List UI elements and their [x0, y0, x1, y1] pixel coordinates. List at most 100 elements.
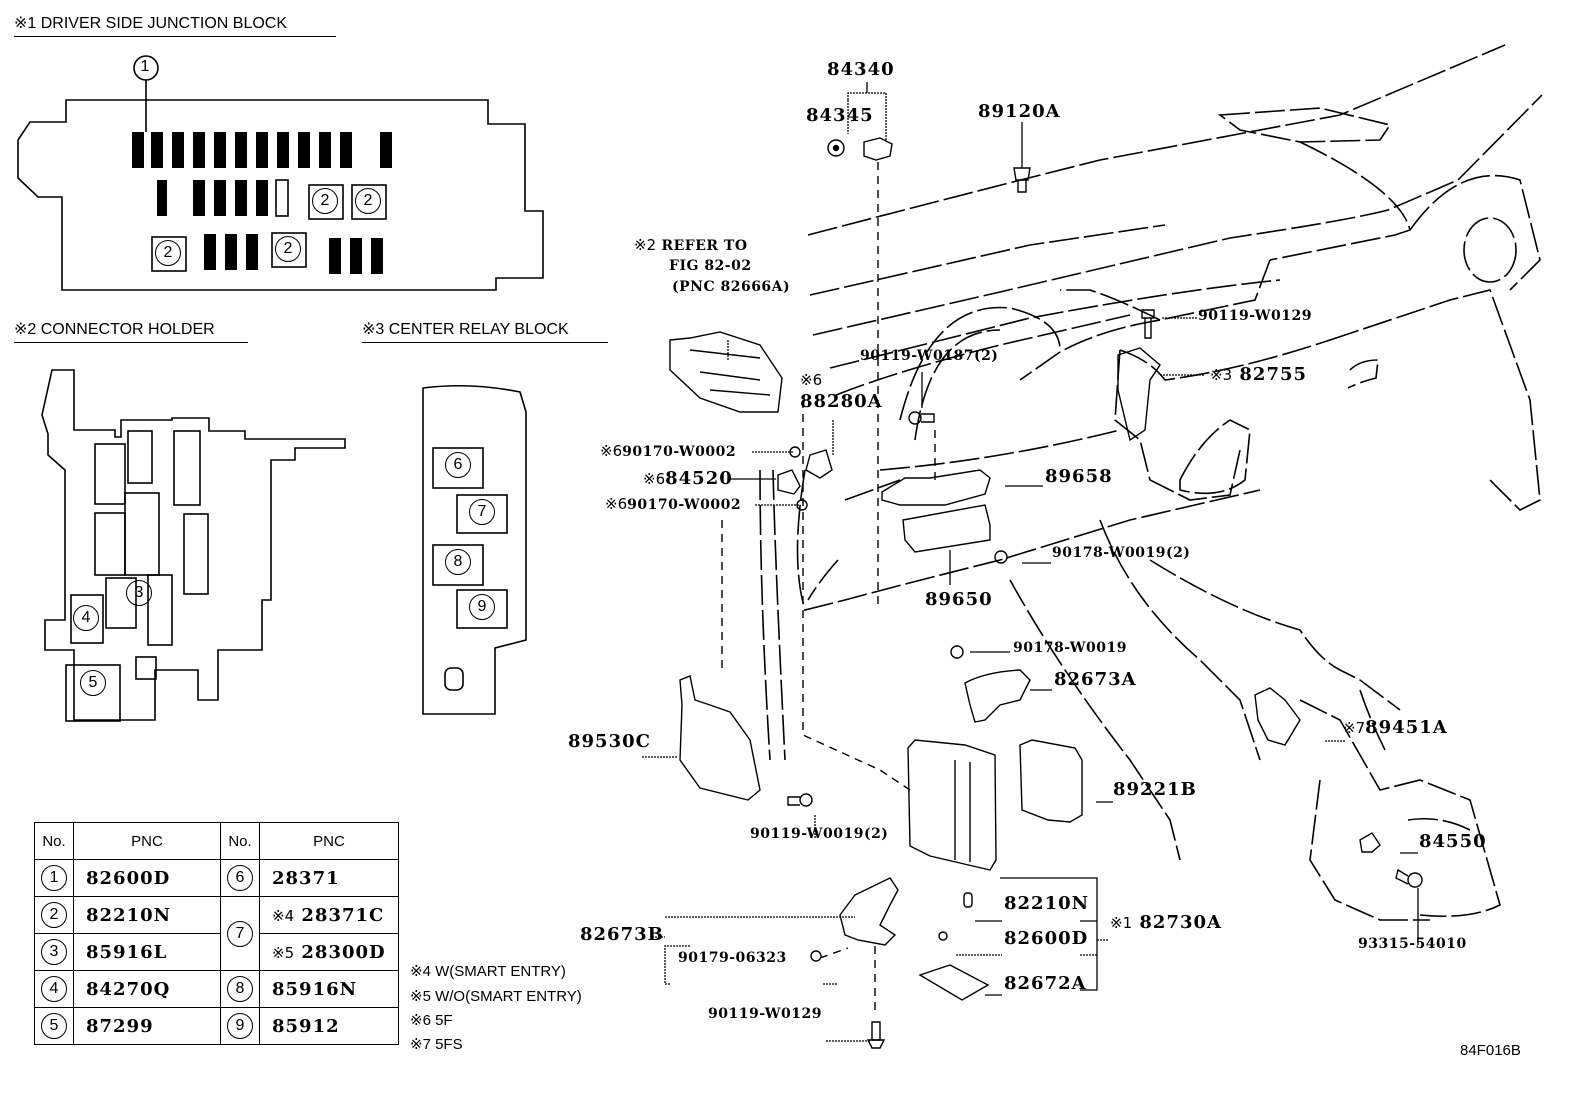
header-pnc: PNC — [259, 822, 399, 860]
note-mark: ※6 — [605, 495, 628, 513]
callout-2: 2 — [355, 188, 381, 214]
part-label-84340[interactable]: 84340 — [827, 59, 895, 80]
figure-code: 84F016B — [1460, 1042, 1521, 1059]
variant-pnc: 28371C — [301, 904, 385, 926]
part-label-82600d[interactable]: 82600D — [1004, 928, 1089, 949]
callout-7: 7 — [469, 499, 495, 525]
pnc-value-variant: ※5 28300D — [259, 933, 399, 971]
part-label-93315-54010[interactable]: 93315-54010 — [1358, 936, 1467, 952]
pnc-value: 82600D — [73, 859, 221, 897]
part-label-89221b[interactable]: 89221B — [1113, 779, 1197, 800]
part-label-82672a[interactable]: 82672A — [1004, 973, 1087, 994]
part-label-84345[interactable]: 84345 — [806, 105, 874, 126]
callout-2: 2 — [275, 236, 301, 262]
pnc-table-header: No. PNC No. PNC — [34, 822, 399, 860]
pnc-value: 85912 — [259, 1007, 399, 1045]
table-row: 4 84270Q 8 85916N — [34, 970, 399, 1008]
pnc-value: 84270Q — [73, 970, 221, 1008]
variant-pnc: 28300D — [301, 941, 386, 963]
pnc-value: 85916L — [73, 933, 221, 971]
callout-6: 6 — [445, 452, 471, 478]
header-no: No. — [34, 822, 74, 860]
junction-block-drawing — [17, 55, 544, 291]
center-relay-block-title: ※3 CENTER RELAY BLOCK — [362, 322, 608, 343]
center-relay-block-drawing — [422, 384, 527, 715]
part-number: 90170-W0002 — [622, 444, 737, 460]
part-label-89451a[interactable]: ※789451A — [1343, 719, 1448, 737]
part-label-82730a[interactable]: ※1 82730A — [1110, 914, 1222, 932]
refer-note-line-1: REFER TO — [661, 238, 748, 254]
part-number: 89451A — [1365, 717, 1448, 738]
callout-2: 2 — [312, 188, 338, 214]
header-pnc: PNC — [73, 822, 221, 860]
part-label-90178-w0019-2[interactable]: 90178-W0019(2) — [1052, 545, 1191, 561]
note-mark: ※7 — [1343, 719, 1366, 737]
row-number: 1 — [41, 865, 67, 891]
note-mark: ※6 — [600, 442, 623, 460]
row-number: 9 — [227, 1013, 253, 1039]
callout-8: 8 — [445, 549, 471, 575]
row-number: 7 — [227, 920, 253, 947]
part-label-84550[interactable]: 84550 — [1419, 831, 1487, 852]
junction-block-title: ※1 DRIVER SIDE JUNCTION BLOCK — [14, 16, 336, 37]
note-mark: ※3 — [1210, 366, 1233, 384]
header-no: No. — [220, 822, 260, 860]
part-number: 90170-W0002 — [627, 497, 742, 513]
part-label-84520[interactable]: ※684520 — [643, 470, 733, 488]
row-number: 5 — [41, 1013, 67, 1039]
pnc-value: 85916N — [259, 970, 399, 1008]
part-number: 82730A — [1139, 912, 1222, 933]
row-number: 6 — [227, 865, 253, 891]
pnc-value: 28371 — [259, 859, 399, 897]
part-label-89650[interactable]: 89650 — [925, 589, 993, 610]
row-number: 3 — [41, 939, 67, 965]
part-label-82755[interactable]: ※3 82755 — [1210, 366, 1307, 384]
legend-note-5: ※5 W/O(SMART ENTRY) — [410, 988, 582, 1005]
dashboard-outline — [759, 44, 1543, 921]
callout-5: 5 — [80, 670, 106, 696]
part-label-90119-w0187[interactable]: 90119-W0187(2) — [860, 348, 999, 364]
part-label-90178-w0019[interactable]: 90178-W0019 — [1013, 640, 1127, 656]
part-label-82210n[interactable]: 82210N — [1004, 893, 1090, 914]
callout-2: 2 — [155, 240, 181, 266]
row-number: 2 — [41, 902, 67, 928]
legend-note-6: ※6 5F — [410, 1012, 453, 1029]
part-label-89120a[interactable]: 89120A — [978, 101, 1061, 122]
callout-4: 4 — [73, 605, 99, 631]
row-number: 4 — [41, 976, 67, 1002]
table-row: 1 82600D 6 28371 — [34, 859, 399, 897]
note-mark: ※6 — [643, 470, 666, 488]
refer-note-mark: ※2 — [634, 236, 657, 254]
refer-note: ※2 REFER TO — [634, 236, 748, 254]
part-label-82673a[interactable]: 82673A — [1054, 669, 1137, 690]
part-label-90170-w0002-upper[interactable]: ※690170-W0002 — [600, 442, 737, 460]
part-label-82673b[interactable]: 82673B — [580, 924, 664, 945]
callout-1: 1 — [140, 58, 150, 75]
pnc-value: 87299 — [73, 1007, 221, 1045]
table-row: 5 87299 9 85912 — [34, 1007, 399, 1045]
callout-9: 9 — [469, 594, 495, 620]
fuse-row-middle — [157, 180, 268, 216]
pnc-value: 82210N — [73, 896, 221, 934]
part-label-90119-w0129-bottom[interactable]: 90119-W0129 — [708, 1006, 822, 1022]
table-row: 2 82210N 7 ※4 28371C — [34, 896, 399, 971]
part-label-88280a[interactable]: 88280A — [800, 391, 883, 412]
refer-note-line-3: (PNC 82666A) — [672, 279, 791, 295]
note-mark: ※1 — [1110, 914, 1133, 932]
part-number: 82755 — [1239, 364, 1308, 385]
part-label-90119-w0129-top[interactable]: 90119-W0129 — [1198, 308, 1312, 324]
variant-note: ※5 — [272, 943, 295, 962]
legend-note-7: ※7 5FS — [410, 1036, 463, 1053]
part-label-90170-w0002-lower[interactable]: ※690170-W0002 — [605, 495, 742, 513]
pnc-value-variant: ※4 28371C — [259, 896, 399, 934]
fuse-row-bottom — [204, 234, 383, 274]
leader-lines — [642, 82, 1419, 1042]
part-label-90179-06323[interactable]: 90179-06323 — [678, 950, 787, 966]
part-label-89530c[interactable]: 89530C — [568, 731, 651, 752]
legend-note-4: ※4 W(SMART ENTRY) — [410, 963, 566, 980]
assembly-lines — [721, 162, 936, 1010]
part-label-90119-w0019[interactable]: 90119-W0019(2) — [750, 826, 889, 842]
part-label-89658[interactable]: 89658 — [1045, 466, 1113, 487]
table-row: 3 85916L ※5 28300D — [34, 933, 399, 971]
